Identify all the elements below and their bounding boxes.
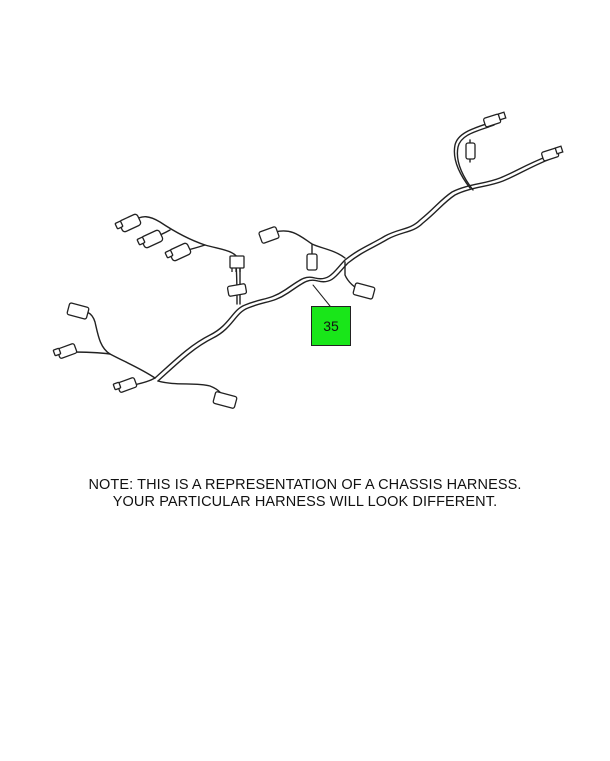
note-line-2: YOUR PARTICULAR HARNESS WILL LOOK DIFFER… [112, 494, 498, 510]
callout-35[interactable]: 35 [311, 306, 351, 346]
connector-upper-left-2 [136, 229, 164, 249]
callout-leader-line [312, 284, 331, 307]
branch-upper-left-wire [131, 216, 241, 305]
connector-lower-right [212, 391, 238, 409]
branch-lower-left-wire [77, 310, 156, 379]
connector-center-upper [258, 226, 280, 244]
note-line-1: NOTE: THIS IS A REPRESENTATION OF A CHAS… [88, 477, 522, 493]
harness-note: NOTE: THIS IS A REPRESENTATION OF A CHAS… [0, 477, 610, 511]
connector-lower-left-2 [52, 343, 78, 359]
main-trunk-wire [154, 155, 549, 379]
connector-upper-left-3 [164, 242, 192, 262]
connector-top-right-1 [483, 111, 507, 128]
connector-center-right [352, 282, 376, 300]
connector-lower-left-1 [66, 302, 90, 320]
callout-label: 35 [323, 318, 339, 334]
connector-center-drop [306, 253, 318, 271]
branch-center-upper-wire [274, 230, 346, 259]
connector-top-right-drop [465, 142, 476, 160]
branch-top-right-wire [453, 121, 493, 189]
connector-lower-left-3 [112, 377, 138, 393]
connector-upper-left-drop [229, 255, 245, 272]
connector-mid-left [226, 283, 248, 297]
connector-upper-left-1 [114, 213, 142, 233]
connector-top-right-2 [541, 145, 564, 162]
